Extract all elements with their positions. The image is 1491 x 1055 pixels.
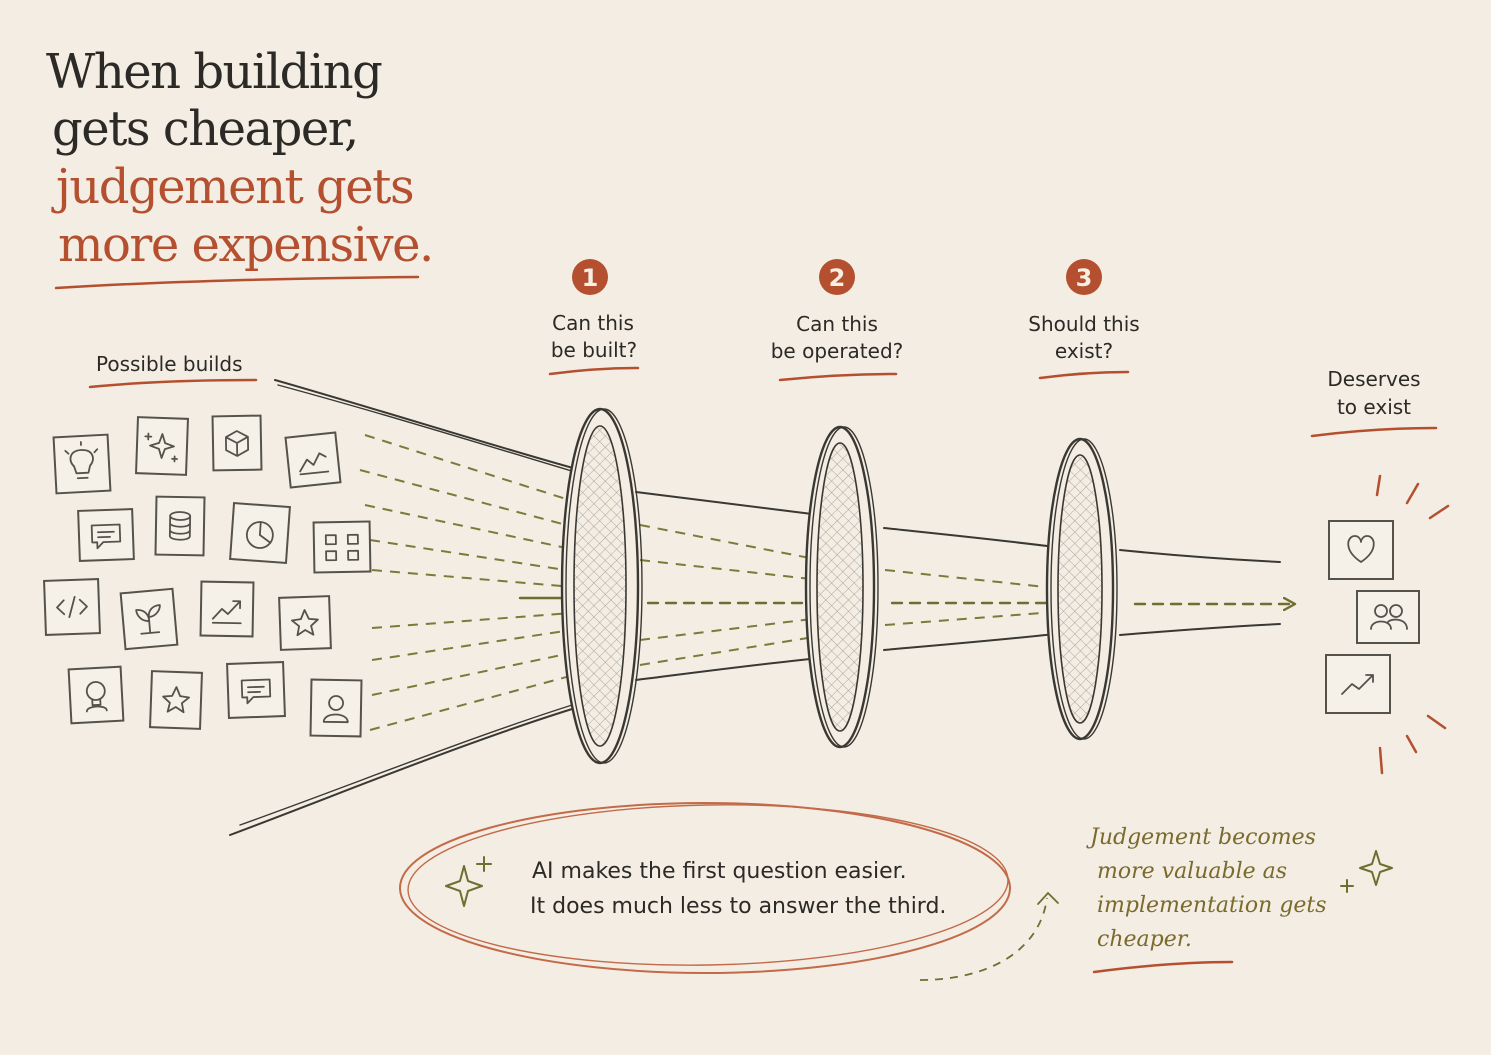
headline-line-2: gets cheaper, xyxy=(52,101,358,157)
callout-line-2: It does much less to answer the third. xyxy=(530,894,946,919)
filter-ring-2 xyxy=(804,425,879,749)
note-line-4: cheaper. xyxy=(1097,927,1192,952)
step-badge xyxy=(572,259,608,295)
possible-builds-underline xyxy=(88,378,258,389)
callout-oval xyxy=(399,802,1011,974)
input-icons xyxy=(43,414,372,738)
headline-underline xyxy=(54,275,420,290)
flow-lines xyxy=(359,434,1294,731)
people-icon xyxy=(1356,590,1420,644)
star-icon xyxy=(149,670,203,730)
step-question-line-2: be operated? xyxy=(771,339,904,363)
step-3: 3 Should this exist? xyxy=(1028,259,1140,380)
step-question-line-1: Can this xyxy=(552,311,634,335)
database-icon xyxy=(154,495,206,557)
chat-icon xyxy=(226,661,286,719)
note-line-3: implementation gets xyxy=(1097,893,1327,918)
burst-stroke xyxy=(1426,714,1447,730)
filter-ring-3 xyxy=(1045,437,1118,741)
callout-line-1: AI makes the first question easier. xyxy=(532,859,907,884)
step-badge xyxy=(1066,259,1102,295)
cube-icon xyxy=(211,414,263,472)
sparkle-icon xyxy=(476,856,492,872)
line-chart-icon xyxy=(284,431,342,489)
layout-grid-icon xyxy=(312,520,372,574)
deserves-line-1: Deserves xyxy=(1327,367,1420,391)
deserves-label: Deserves to exist xyxy=(1310,367,1438,438)
deserves-line-2: to exist xyxy=(1337,395,1411,419)
headline: When building gets cheaper, judgement ge… xyxy=(46,44,434,290)
sparkle-icon xyxy=(135,416,189,476)
filter-ring-1 xyxy=(560,407,643,765)
headline-accent-line-1: judgement gets xyxy=(51,159,413,215)
step-badge xyxy=(819,259,855,295)
step-1: 1 Can this be built? xyxy=(548,259,640,376)
idea-person-icon xyxy=(67,665,125,725)
burst-stroke xyxy=(1405,482,1420,505)
sprout-icon xyxy=(119,587,179,651)
callout: AI makes the first question easier. It d… xyxy=(399,802,1011,974)
headline-line-1: When building xyxy=(46,44,382,100)
note-underline xyxy=(1092,960,1234,974)
burst-stroke xyxy=(1378,746,1384,775)
burst-stroke xyxy=(1375,474,1382,497)
headline-accent-line-2: more expensive. xyxy=(58,217,433,273)
sparkle-icon xyxy=(445,865,483,907)
possible-builds-label: Possible builds xyxy=(88,352,258,389)
step-number: 2 xyxy=(829,264,846,292)
step-question-line-1: Can this xyxy=(796,312,878,336)
deserves-underline xyxy=(1310,426,1438,438)
step-underline xyxy=(1038,370,1130,380)
step-question-line-1: Should this xyxy=(1028,312,1139,336)
output-icons xyxy=(1325,474,1450,775)
note-line-2: more valuable as xyxy=(1097,859,1287,884)
step-number: 3 xyxy=(1076,264,1093,292)
sparkle-icon xyxy=(1359,850,1393,886)
possible-builds-text: Possible builds xyxy=(96,352,243,376)
burst-stroke xyxy=(1428,504,1450,520)
note-line-1: Judgement becomes xyxy=(1086,825,1316,850)
step-underline xyxy=(778,372,898,382)
chat-icon xyxy=(77,508,135,562)
burst-stroke xyxy=(1405,734,1418,754)
code-icon xyxy=(43,578,101,636)
pie-chart-icon xyxy=(229,502,291,564)
side-note: Judgement becomes more valuable as imple… xyxy=(919,825,1393,981)
heart-icon xyxy=(1328,520,1394,580)
pointer-arrowhead xyxy=(1037,891,1059,905)
step-2: 2 Can this be operated? xyxy=(771,259,904,382)
trend-up-icon xyxy=(1325,654,1391,714)
step-number: 1 xyxy=(582,264,599,292)
sparkle-icon xyxy=(1340,879,1354,893)
step-underline xyxy=(548,366,640,376)
star-icon xyxy=(278,595,332,651)
user-icon xyxy=(309,678,363,738)
lightbulb-icon xyxy=(52,433,112,495)
pointer-curve xyxy=(919,897,1048,981)
step-question-line-2: exist? xyxy=(1055,339,1113,363)
funnel-outline xyxy=(229,379,1281,836)
step-question-line-2: be built? xyxy=(551,338,637,362)
trend-up-icon xyxy=(199,580,255,638)
